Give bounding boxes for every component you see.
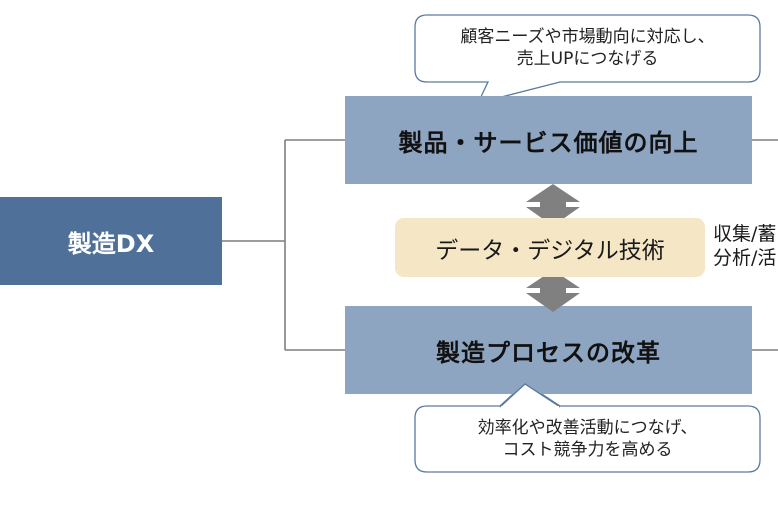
- center-node-data-digital-tech: データ・デジタル技術: [395, 218, 705, 277]
- side-note-line-1: 収集/蓄: [713, 223, 777, 245]
- center-node-label: データ・デジタル技術: [435, 237, 665, 264]
- callout-bottom-line-1: 効率化や改善活動につなげ、: [477, 418, 698, 438]
- branch-node-label: 製品・サービス価値の向上: [398, 128, 699, 157]
- root-node-manufacturing-dx: 製造DX: [0, 197, 222, 285]
- double-arrow-upper-icon: [526, 184, 580, 226]
- callout-top-line-2: 売上UPにつなげる: [516, 49, 659, 69]
- root-node-label: 製造DX: [67, 229, 155, 258]
- callout-bottom-line-2: コスト競争力を高める: [502, 440, 673, 460]
- callout-top-text: 顧客ニーズや市場動向に対応し、 売上UPにつなげる: [415, 26, 760, 70]
- callout-bottom-tail: [499, 383, 561, 408]
- branch-node-label: 製造プロセスの改革: [436, 338, 661, 367]
- callout-bottom-text: 効率化や改善活動につなげ、 コスト競争力を高める: [415, 417, 760, 461]
- branch-node-process-reform: 製造プロセスの改革: [345, 306, 752, 394]
- tree-connectors: [222, 139, 778, 351]
- callout-top-bubble: [414, 14, 761, 104]
- double-arrow-lower-icon: [526, 270, 580, 312]
- branch-node-product-value: 製品・サービス価値の向上: [345, 96, 752, 184]
- callout-top-line-1: 顧客ニーズや市場動向に対応し、: [460, 27, 715, 47]
- side-note-line-2: 分析/活: [713, 247, 777, 269]
